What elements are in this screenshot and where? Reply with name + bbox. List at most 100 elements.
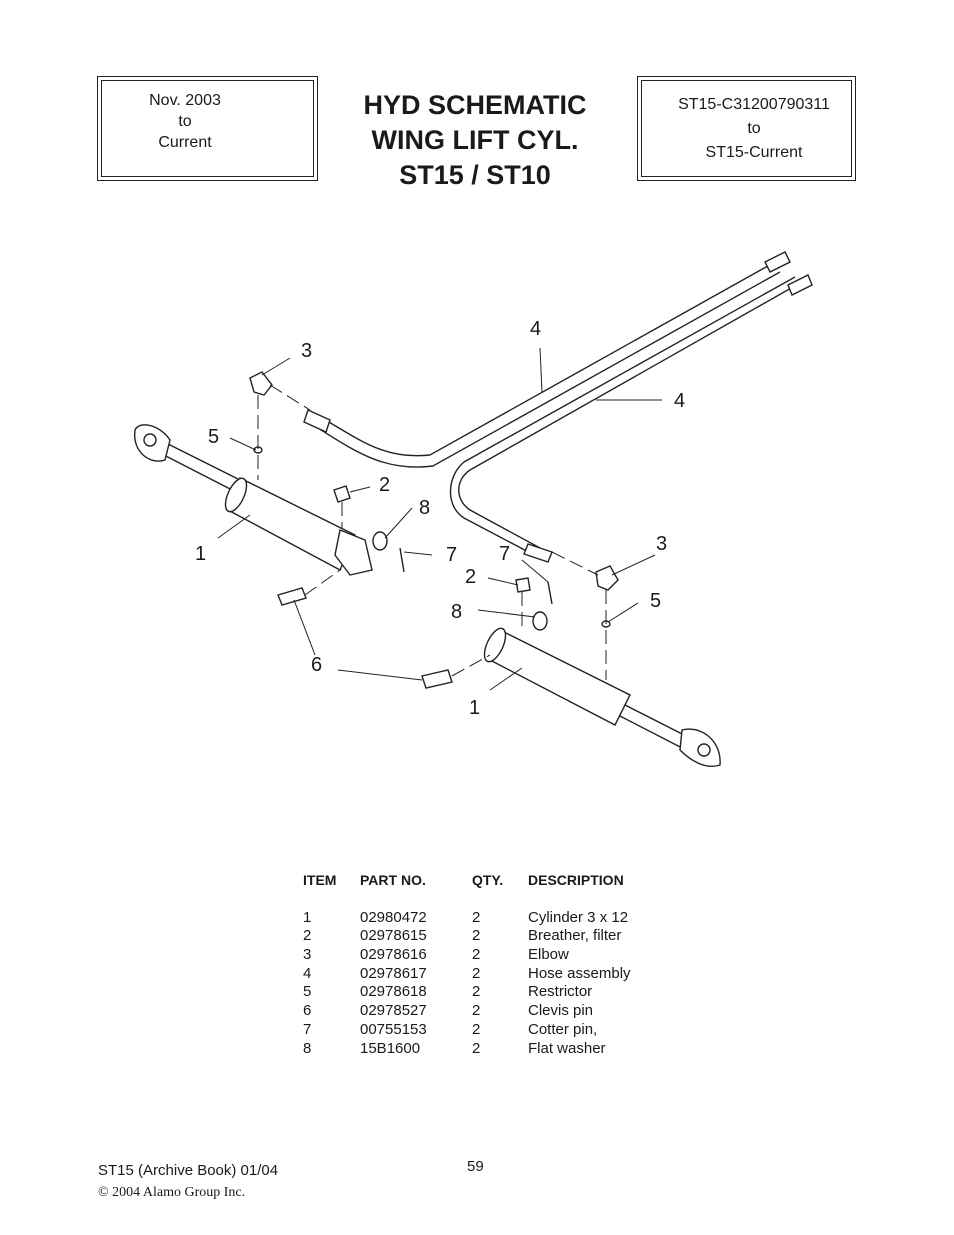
cylinder-left-cap bbox=[224, 477, 248, 513]
cylinder-right-rod bbox=[619, 704, 691, 751]
row-description: Cylinder 3 x 12 bbox=[528, 908, 629, 926]
leader-2-right bbox=[487, 577, 519, 586]
elbow-left bbox=[249, 371, 273, 396]
row-qty: 2 bbox=[472, 927, 481, 945]
header-item: ITEM bbox=[303, 872, 337, 888]
header-description: DESCRIPTION bbox=[528, 872, 624, 888]
row-qty: 2 bbox=[472, 983, 481, 1001]
elbow-right bbox=[595, 565, 619, 591]
leader-5-right bbox=[607, 602, 639, 623]
row-part-no: 15B1600 bbox=[360, 1039, 421, 1057]
hose-upper bbox=[321, 261, 776, 457]
row-item: 3 bbox=[303, 946, 312, 964]
breather-left bbox=[333, 485, 351, 503]
clevis-pin-right bbox=[421, 669, 453, 689]
row-item: 7 bbox=[303, 1020, 312, 1038]
hydraulic-schematic-diagram: 1 2 3 4 4 5 7 8 1 2 3 5 6 7 8 bbox=[134, 251, 813, 767]
row-description: Cotter pin, bbox=[528, 1020, 598, 1038]
date-range-text: Nov. 2003 to Current bbox=[120, 90, 250, 153]
callout-5-right: 5 bbox=[650, 590, 661, 612]
row-description: Elbow bbox=[528, 946, 569, 964]
row-qty: 2 bbox=[472, 1020, 481, 1038]
callout-4-upper: 4 bbox=[530, 318, 541, 340]
title-line-3: ST15 / ST10 bbox=[399, 160, 551, 190]
hose-end-upper-left bbox=[303, 409, 331, 433]
title-line-1: HYD SCHEMATIC bbox=[363, 90, 587, 120]
hose-end-upper-right bbox=[764, 251, 791, 273]
row-item: 2 bbox=[303, 927, 312, 945]
row-part-no: 02978615 bbox=[360, 927, 427, 945]
breather-right bbox=[515, 577, 531, 593]
cylinder-left-clevis bbox=[334, 529, 373, 576]
leader-8-left bbox=[384, 507, 413, 539]
cylinder-right-eye-hole bbox=[697, 743, 711, 757]
leader-3-right bbox=[611, 554, 656, 576]
hose-lower bbox=[458, 282, 801, 549]
clevis-pin-left bbox=[277, 587, 307, 606]
row-part-no: 02978617 bbox=[360, 964, 427, 982]
row-qty: 2 bbox=[472, 1002, 481, 1020]
cylinder-right-eye bbox=[679, 728, 721, 767]
cylinder-right-cap bbox=[483, 627, 507, 663]
leader-4-upper bbox=[539, 347, 543, 393]
header-qty: QTY. bbox=[472, 872, 504, 888]
leader-6-lower bbox=[337, 669, 423, 681]
row-qty: 2 bbox=[472, 964, 481, 982]
assembly-line-hose-elbow-right bbox=[551, 551, 599, 576]
callout-1-left: 1 bbox=[195, 543, 206, 565]
row-part-no: 02978527 bbox=[360, 1002, 427, 1020]
row-item: 5 bbox=[303, 983, 312, 1001]
row-description: Hose assembly bbox=[528, 964, 631, 982]
callout-3-left: 3 bbox=[301, 340, 312, 362]
cylinder-left-rod bbox=[157, 439, 241, 493]
washer-right bbox=[532, 611, 548, 631]
page-title: HYD SCHEMATIC WING LIFT CYL. ST15 / ST10 bbox=[330, 88, 620, 193]
leader-3-left bbox=[261, 357, 291, 376]
callout-8-right: 8 bbox=[451, 601, 462, 623]
assembly-line-pin-right bbox=[451, 654, 491, 677]
date-until: Current bbox=[158, 134, 212, 151]
row-part-no: 02978616 bbox=[360, 946, 427, 964]
leader-8-right bbox=[477, 609, 536, 618]
row-description: Flat washer bbox=[528, 1039, 606, 1057]
row-item: 8 bbox=[303, 1039, 312, 1057]
row-description: Restrictor bbox=[528, 983, 593, 1001]
row-description: Breather, filter bbox=[528, 927, 622, 945]
leader-7-right bbox=[521, 559, 549, 583]
leader-1-right bbox=[489, 667, 523, 691]
callout-3-right: 3 bbox=[656, 533, 667, 555]
leader-6-upper bbox=[293, 599, 316, 656]
callout-7-right: 7 bbox=[499, 543, 510, 565]
header-part-no: PART NO. bbox=[360, 872, 426, 888]
row-item: 1 bbox=[303, 908, 312, 926]
cotter-pin-left bbox=[399, 547, 405, 573]
book-reference: ST15 (Archive Book) 01/04 bbox=[98, 1162, 279, 1179]
callout-5-left: 5 bbox=[208, 426, 219, 448]
callout-2-left: 2 bbox=[379, 474, 390, 496]
washer-left bbox=[372, 531, 388, 551]
leader-2-left bbox=[349, 486, 371, 493]
callout-7-left: 7 bbox=[446, 544, 457, 566]
row-description: Clevis pin bbox=[528, 1002, 594, 1020]
row-qty: 2 bbox=[472, 908, 481, 926]
copyright: © 2004 Alamo Group Inc. bbox=[98, 1185, 246, 1200]
row-part-no: 02978618 bbox=[360, 983, 427, 1001]
hose-end-lower-right bbox=[787, 274, 813, 296]
cotter-pin-right bbox=[547, 581, 553, 605]
serial-to-word: to bbox=[747, 120, 761, 137]
callout-6: 6 bbox=[311, 654, 322, 676]
footer-left: ST15 (Archive Book) 01/04 © 2004 Alamo G… bbox=[98, 1160, 278, 1204]
leader-5-left bbox=[229, 437, 257, 451]
page-number: 59 bbox=[467, 1158, 484, 1175]
hose-lower-inner bbox=[449, 276, 796, 557]
cylinder-right-body bbox=[489, 629, 631, 726]
cylinder-left-eye-hole bbox=[143, 433, 157, 447]
title-line-2: WING LIFT CYL. bbox=[371, 125, 579, 155]
hose-upper-inner bbox=[317, 271, 781, 468]
hose-end-lower-left bbox=[523, 543, 553, 563]
callout-2-right: 2 bbox=[465, 566, 476, 588]
cylinder-left-eye bbox=[134, 424, 171, 462]
serial-range-text: ST15-C31200790311 to ST15-Current bbox=[650, 93, 858, 165]
row-part-no: 02980472 bbox=[360, 908, 427, 926]
assembly-line-pin-left bbox=[304, 569, 341, 596]
